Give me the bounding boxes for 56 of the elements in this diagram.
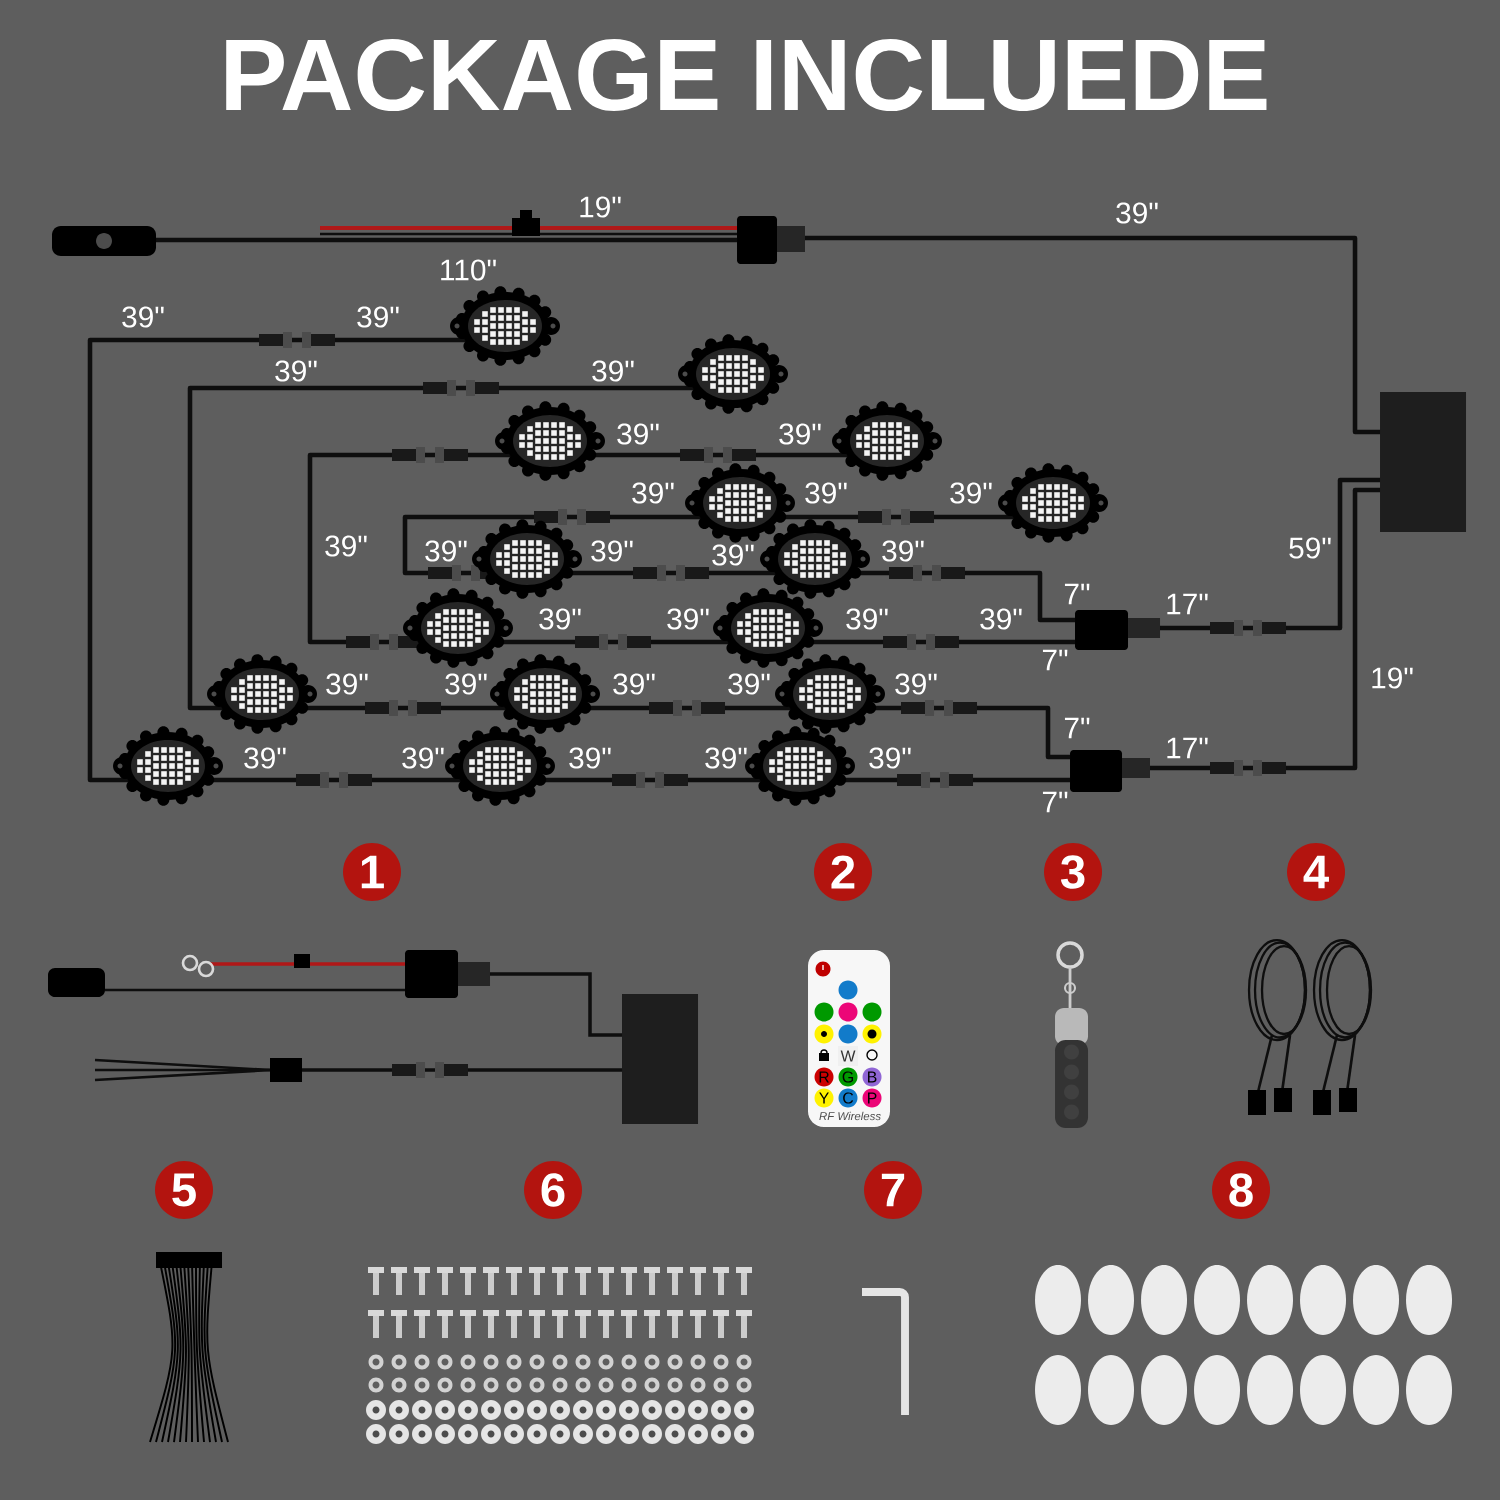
callout-number: 8 (1212, 1161, 1270, 1219)
remote-key: B (862, 1067, 882, 1087)
dimension-label: 39" (326, 673, 368, 695)
remote-caption: RF Wireless (819, 1111, 881, 1121)
dimension-label: 7" (1064, 717, 1090, 739)
remote-key: Y (814, 1088, 834, 1108)
dimension-label: 39" (402, 747, 444, 769)
dimension-label: 7" (1042, 791, 1068, 813)
dimension-label: 39" (1116, 202, 1158, 224)
dimension-label: 39" (591, 540, 633, 562)
dimension-label: 39" (950, 482, 992, 504)
dimension-label: 39" (325, 535, 367, 557)
dimension-label: 39" (895, 673, 937, 695)
dimension-label: 39" (122, 306, 164, 328)
dimension-label: 39" (846, 608, 888, 630)
dimension-label: 39" (569, 747, 611, 769)
callout-number: 5 (155, 1161, 213, 1219)
remote-key: P (862, 1088, 882, 1108)
remote-key: C (838, 1088, 858, 1108)
dimension-label: 39" (632, 482, 674, 504)
callout-number: 1 (343, 843, 401, 901)
dimension-label: 39" (445, 673, 487, 695)
dimension-label: 19" (1372, 667, 1413, 689)
dimension-label: 19" (580, 196, 621, 218)
dimension-label: 39" (779, 423, 821, 445)
dimension-label: 39" (275, 360, 317, 382)
dimension-label: 59" (1289, 537, 1331, 559)
dimension-label: 17" (1167, 737, 1208, 759)
callout-number: 6 (524, 1161, 582, 1219)
dimension-label: 39" (805, 482, 847, 504)
remote-key: G (838, 1067, 858, 1087)
dimension-label: 39" (980, 608, 1022, 630)
dimension-label: 39" (882, 540, 924, 562)
dimension-label: 39" (667, 608, 709, 630)
dimension-label: 39" (705, 747, 747, 769)
dimension-label: 39" (592, 360, 634, 382)
callout-number: 7 (864, 1161, 922, 1219)
dimension-label: 39" (425, 540, 467, 562)
dimension-label: 39" (869, 747, 911, 769)
dimension-label: 39" (357, 306, 399, 328)
dimension-label: 39" (728, 673, 770, 695)
callout-number: 3 (1044, 843, 1102, 901)
remote-key: R (814, 1067, 834, 1087)
dimension-label: 39" (539, 608, 581, 630)
dimension-label: 39" (712, 544, 754, 566)
dimension-label: 110" (441, 259, 496, 281)
callout-number: 4 (1287, 843, 1345, 901)
dimension-label: 39" (613, 673, 655, 695)
dimension-label: 7" (1042, 649, 1068, 671)
remote-key: W (838, 1046, 858, 1066)
callout-number: 2 (814, 843, 872, 901)
title: PACKAGE INCLUEDE (226, 38, 1267, 112)
dimension-label: 17" (1167, 593, 1208, 615)
dimension-label: 39" (617, 423, 659, 445)
dimension-label: 7" (1064, 583, 1090, 605)
dimension-label: 39" (244, 747, 286, 769)
